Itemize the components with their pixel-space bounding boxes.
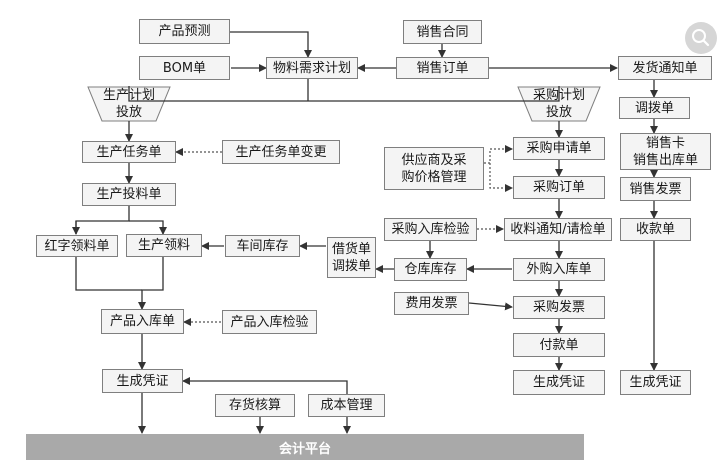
supplier-management-node[interactable]: 供应商及采 购价格管理 bbox=[384, 147, 484, 190]
purchase-plan-label[interactable]: 采购计划 投放 bbox=[532, 88, 585, 120]
production-plan-shape bbox=[87, 86, 171, 122]
product-forecast-node[interactable]: 产品预测 bbox=[139, 19, 230, 44]
purchase-plan-shape bbox=[517, 86, 601, 122]
sales-contract-node[interactable]: 销售合同 bbox=[403, 20, 482, 44]
production-task-change-node[interactable]: 生产任务单变更 bbox=[222, 140, 340, 164]
edge-split-right bbox=[129, 220, 167, 235]
edge-issue-split bbox=[75, 206, 130, 234]
outsourced-inbound-node[interactable]: 外购入库单 bbox=[513, 258, 605, 281]
purchase-invoice-node[interactable]: 采购发票 bbox=[513, 296, 605, 319]
edge-red-inbound bbox=[75, 257, 142, 291]
search-icon-glyph bbox=[692, 29, 710, 47]
delivery-notice-node[interactable]: 发货通知单 bbox=[618, 56, 712, 80]
purchase-inbound-inspection-node[interactable]: 采购入库检验 bbox=[384, 218, 477, 241]
mrp-node[interactable]: 物料需求计划 bbox=[266, 57, 358, 79]
production-task-node[interactable]: 生产任务单 bbox=[82, 141, 176, 163]
transfer-order-node[interactable]: 调拨单 bbox=[619, 97, 690, 119]
edge-expense-invoice bbox=[468, 302, 513, 311]
payment-bill-node[interactable]: 付款单 bbox=[513, 333, 605, 357]
purchase-order-node[interactable]: 采购订单 bbox=[513, 176, 605, 199]
warehouse-stock-node[interactable]: 仓库库存 bbox=[394, 258, 467, 281]
sales-order-node[interactable]: 销售订单 bbox=[396, 57, 489, 79]
voucher-mid-node[interactable]: 生成凭证 bbox=[513, 370, 605, 395]
production-plan-label[interactable]: 生产计划 投放 bbox=[102, 88, 155, 120]
accounting-platform-bar[interactable]: 会计平台 bbox=[26, 434, 584, 460]
receipt-notice-node[interactable]: 收料通知/请检单 bbox=[504, 218, 612, 241]
product-inbound-inspection-node[interactable]: 产品入库检验 bbox=[222, 310, 317, 334]
edge-supplier-request bbox=[484, 145, 513, 164]
purchase-request-node[interactable]: 采购申请单 bbox=[513, 137, 605, 160]
expense-invoice-node[interactable]: 费用发票 bbox=[394, 292, 469, 315]
edge-supplier-order bbox=[489, 163, 513, 192]
production-requisition-node[interactable]: 生产领料 bbox=[126, 234, 202, 257]
inventory-accounting-node[interactable]: 存货核算 bbox=[215, 394, 295, 417]
edge-forecast-mrp bbox=[230, 31, 312, 58]
workshop-stock-node[interactable]: 车间库存 bbox=[225, 235, 300, 257]
sales-card-node[interactable]: 销售卡 销售出库单 bbox=[620, 133, 711, 170]
sales-invoice-node[interactable]: 销售发票 bbox=[620, 177, 691, 201]
cost-management-node[interactable]: 成本管理 bbox=[308, 394, 385, 417]
search-icon[interactable] bbox=[685, 22, 717, 54]
edge-req-inbound bbox=[138, 257, 164, 310]
voucher-right-node[interactable]: 生成凭证 bbox=[620, 370, 691, 395]
borrow-transfer-node[interactable]: 借货单 调拨单 bbox=[327, 237, 376, 278]
voucher-left-node[interactable]: 生成凭证 bbox=[102, 369, 183, 393]
receipt-bill-node[interactable]: 收款单 bbox=[620, 218, 691, 241]
bom-node[interactable]: BOM单 bbox=[139, 56, 230, 80]
production-issue-node[interactable]: 生产投料单 bbox=[82, 183, 176, 206]
product-inbound-node[interactable]: 产品入库单 bbox=[101, 309, 184, 334]
edge-mrp-plans bbox=[128, 86, 560, 102]
edge-cost-voucher bbox=[182, 377, 348, 394]
red-requisition-node[interactable]: 红字领料单 bbox=[36, 235, 118, 257]
